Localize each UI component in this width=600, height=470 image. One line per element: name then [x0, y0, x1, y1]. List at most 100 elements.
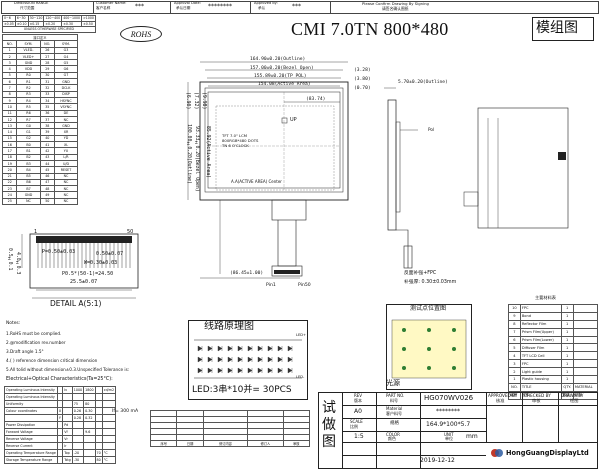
parts-cell: Prism Film(Upper) [519, 327, 562, 337]
pin-cell: 4 [1, 65, 18, 73]
approved-by-label: APPROVED BY [488, 393, 518, 398]
active-area-rect [207, 91, 341, 189]
spec-cell [101, 400, 117, 408]
dim-vertical-outline: 100.00±0.20(Outline) [185, 124, 191, 184]
pin-cell: NC [16, 197, 41, 206]
checked-by-sub: 审核 [532, 398, 541, 403]
dim-fpc: (86.45±1.00) [230, 271, 264, 276]
parts-cell [572, 359, 599, 369]
spec-cell: Top [62, 449, 73, 457]
parts-cell [572, 375, 599, 384]
dim-range-label: DIMENSION RANGE [14, 1, 49, 5]
parts-cell: 1 [560, 327, 574, 337]
parts-cell: Reflector Film [519, 319, 562, 329]
pin-cell: NC [53, 115, 79, 124]
test-point-marker [402, 347, 406, 351]
title-side-char: 试做图 [322, 400, 336, 450]
spec-cell [101, 442, 117, 450]
pin-cell: 12 [1, 115, 18, 124]
led-icon [227, 367, 233, 374]
led-icon [217, 356, 223, 363]
tolerance-cell: ±0.05 [2, 20, 16, 27]
led-icon [247, 345, 253, 352]
led-icon [197, 367, 203, 374]
test-point-marker [427, 328, 431, 332]
company-logo-icon [491, 449, 503, 457]
part-value: HG070WV026 [424, 394, 474, 402]
led-icon [207, 345, 213, 352]
unit-value: mm [466, 433, 478, 440]
tb-divider [420, 392, 421, 469]
spec-cell: 70 [94, 449, 103, 457]
circuit-plus: LED+ [296, 333, 307, 337]
parts-cell: MATERIAL [572, 382, 599, 392]
test-point-marker [427, 347, 431, 351]
rev-row [149, 434, 311, 441]
spec-cell: 0.28 [71, 414, 85, 422]
side-note-1: 反面补强+FPC [404, 271, 437, 276]
rohs-badge: ROHS [120, 26, 162, 42]
led-icon [267, 345, 273, 352]
specs-if-note: If= 300 mA [112, 409, 139, 414]
parts-cell: 6 [508, 335, 521, 345]
fpc-connector [271, 265, 303, 277]
material-value: ******** [436, 408, 460, 415]
test-point-marker [402, 366, 406, 370]
parts-cell: 7 [508, 327, 521, 337]
led-icon [257, 345, 263, 352]
pin-cell: 8 [1, 90, 18, 98]
unit-sub: 单位 [445, 436, 453, 441]
rev-header-cell: 序号 [149, 440, 178, 447]
spec-cell [101, 421, 117, 429]
spec-cell [62, 414, 73, 422]
spec-cell [62, 407, 73, 415]
spec-cell: Vr [62, 435, 73, 443]
scale-label: SCALE [350, 419, 363, 424]
dim-vertical-offset-2: (7.32) [192, 92, 198, 110]
parts-cell: 1 [508, 375, 521, 384]
test-point-marker [427, 366, 431, 370]
spec-cell [71, 435, 85, 443]
led-array [197, 345, 293, 374]
note-line: 2.@modification rev.number [6, 340, 66, 345]
led-icon [247, 367, 253, 374]
detail-pin1: 1 [34, 229, 38, 235]
dim-outline: 164.90±0.20(Outline) [250, 57, 306, 62]
parts-cell [572, 335, 599, 345]
header-divider-3 [250, 1, 251, 14]
led-icon [237, 356, 243, 363]
spec-cell [83, 421, 96, 429]
dim-half: (83.74) [306, 97, 326, 102]
spec-cell [83, 435, 96, 443]
spec-cell: -30 [71, 456, 85, 464]
tolerance-cell: >1000 [81, 15, 96, 22]
spec-cell: 1000 [71, 386, 85, 394]
parts-cell [572, 343, 599, 353]
header-strip [1, 1, 599, 14]
spec-cell: -20 [71, 449, 85, 457]
revision-table: 序号 日期 修订内容 修订人 审核 [149, 410, 311, 447]
size-label: 规格 [390, 421, 399, 426]
spec-cell [71, 421, 85, 429]
parts-cell: FPC [519, 304, 562, 313]
tolerance-table: 0~6 6~30 30~120 120~400 400~1000 >1000 ±… [2, 15, 96, 33]
unit-label: UNIT [444, 432, 454, 437]
parts-cell [572, 327, 599, 337]
pin-cell: 9 [1, 96, 18, 105]
parts-cn-header: 编号 名称 数量 材料 [508, 390, 599, 400]
spec-cell: Colour coordinates [4, 407, 58, 415]
parts-cell [572, 367, 599, 377]
led-icon [277, 367, 283, 374]
